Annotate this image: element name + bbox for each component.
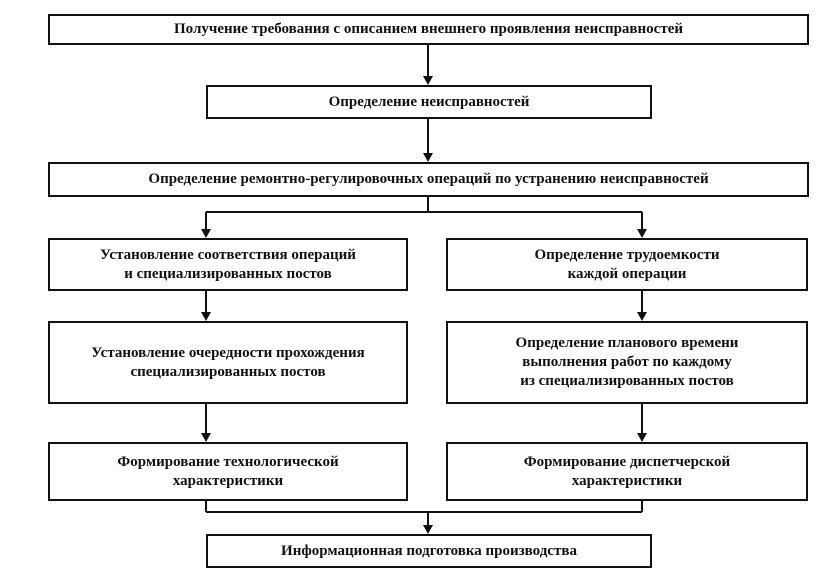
- arrowhead: [423, 76, 433, 85]
- node-label: Установление соответствия операций и спе…: [100, 246, 356, 282]
- node-label: Определение планового времени выполнения…: [515, 335, 739, 389]
- node-tech-characteristic: Формирование технологической характерист…: [48, 442, 408, 501]
- arrowhead: [637, 229, 647, 238]
- node-label: Установление очередности прохождения спе…: [91, 344, 365, 380]
- arrowhead: [201, 229, 211, 238]
- node-label: Формирование диспетчерской характеристик…: [523, 453, 731, 489]
- node-info-preparation: Информационная подготовка производства: [206, 534, 652, 568]
- node-label: Формирование технологической характерист…: [117, 453, 339, 489]
- arrowhead: [201, 312, 211, 321]
- arrowhead: [637, 312, 647, 321]
- arrowhead: [423, 525, 433, 534]
- node-label: Определение ремонтно-регулировочных опер…: [148, 171, 709, 187]
- node-label: Информационная подготовка производства: [281, 542, 577, 559]
- node-post-sequence: Установление очередности прохождения спе…: [48, 321, 408, 404]
- node-label: Определение неисправностей: [328, 93, 530, 110]
- node-dispatch-characteristic: Формирование диспетчерской характеристик…: [446, 442, 808, 501]
- node-planned-time: Определение планового времени выполнения…: [446, 321, 808, 404]
- arrowhead: [637, 433, 647, 442]
- node-define-operations: Определение ремонтно-регулировочных опер…: [48, 162, 809, 197]
- arrowhead: [423, 153, 433, 162]
- node-label: Определение трудоемкости каждой операции: [534, 246, 720, 282]
- node-receive-request: Получение требования с описанием внешнег…: [48, 14, 809, 45]
- node-define-faults: Определение неисправностей: [206, 85, 652, 119]
- node-labor-intensity: Определение трудоемкости каждой операции: [446, 238, 808, 291]
- node-match-operations: Установление соответствия операций и спе…: [48, 238, 408, 291]
- node-label: Получение требования с описанием внешнег…: [173, 21, 684, 37]
- arrowhead: [201, 433, 211, 442]
